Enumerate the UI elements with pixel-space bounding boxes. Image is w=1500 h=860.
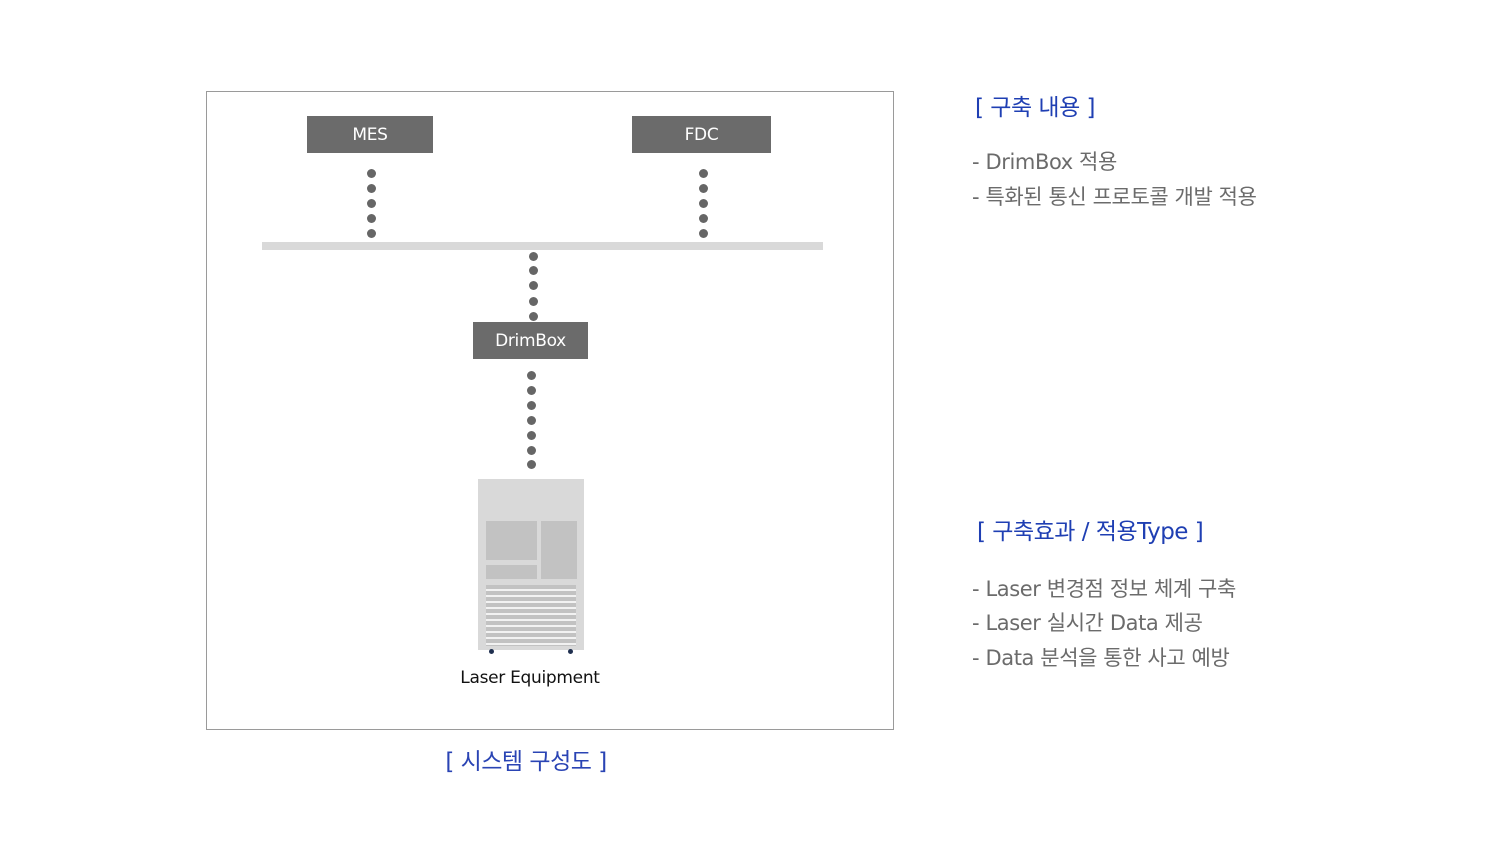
diagram-caption: [ 시스템 구성도 ]: [445, 749, 607, 775]
laser-equipment-icon: [478, 479, 584, 650]
connector-dot: [698, 183, 708, 193]
connector-dot: [526, 415, 536, 425]
connector-dot: [366, 198, 376, 208]
connector-dot: [366, 228, 376, 238]
connector-dot: [528, 251, 538, 261]
connector-dot: [366, 168, 376, 178]
connector-dot: [526, 445, 536, 455]
drimbox-node: DrimBox: [473, 322, 588, 359]
connector-dot: [366, 213, 376, 223]
connector-dot: [526, 430, 536, 440]
equipment-panel: [486, 521, 537, 560]
equipment-label: Laser Equipment: [460, 668, 600, 688]
fdc-node: FDC: [632, 116, 771, 153]
connector-dot: [526, 400, 536, 410]
connector-dot: [528, 265, 538, 275]
equipment-panel: [486, 565, 537, 579]
connector-dot: [698, 228, 708, 238]
connector-dot: [526, 459, 536, 469]
equipment-foot: [568, 649, 573, 654]
effects-item: - Laser 변경점 정보 체계 구축: [972, 577, 1236, 601]
build-content-item: - DrimBox 적용: [972, 150, 1117, 174]
equipment-panel: [541, 521, 577, 579]
connector-dot: [698, 168, 708, 178]
connector-dot: [526, 370, 536, 380]
effects-item: - Data 분석을 통한 사고 예방: [972, 646, 1230, 670]
connector-dot: [528, 280, 538, 290]
connector-dot: [698, 198, 708, 208]
connector-dot: [528, 311, 538, 321]
network-bus: [262, 242, 823, 250]
connector-dot: [528, 296, 538, 306]
connector-dot: [526, 385, 536, 395]
build-content-item: - 특화된 통신 프로토콜 개발 적용: [972, 185, 1257, 209]
equipment-foot: [489, 649, 494, 654]
effects-item: - Laser 실시간 Data 제공: [972, 611, 1203, 635]
equipment-vent: [486, 585, 576, 646]
connector-dot: [366, 183, 376, 193]
mes-node: MES: [307, 116, 433, 153]
effects-title: [ 구축효과 / 적용Type ]: [977, 519, 1204, 545]
connector-dot: [698, 213, 708, 223]
build-content-title: [ 구축 내용 ]: [975, 95, 1096, 121]
